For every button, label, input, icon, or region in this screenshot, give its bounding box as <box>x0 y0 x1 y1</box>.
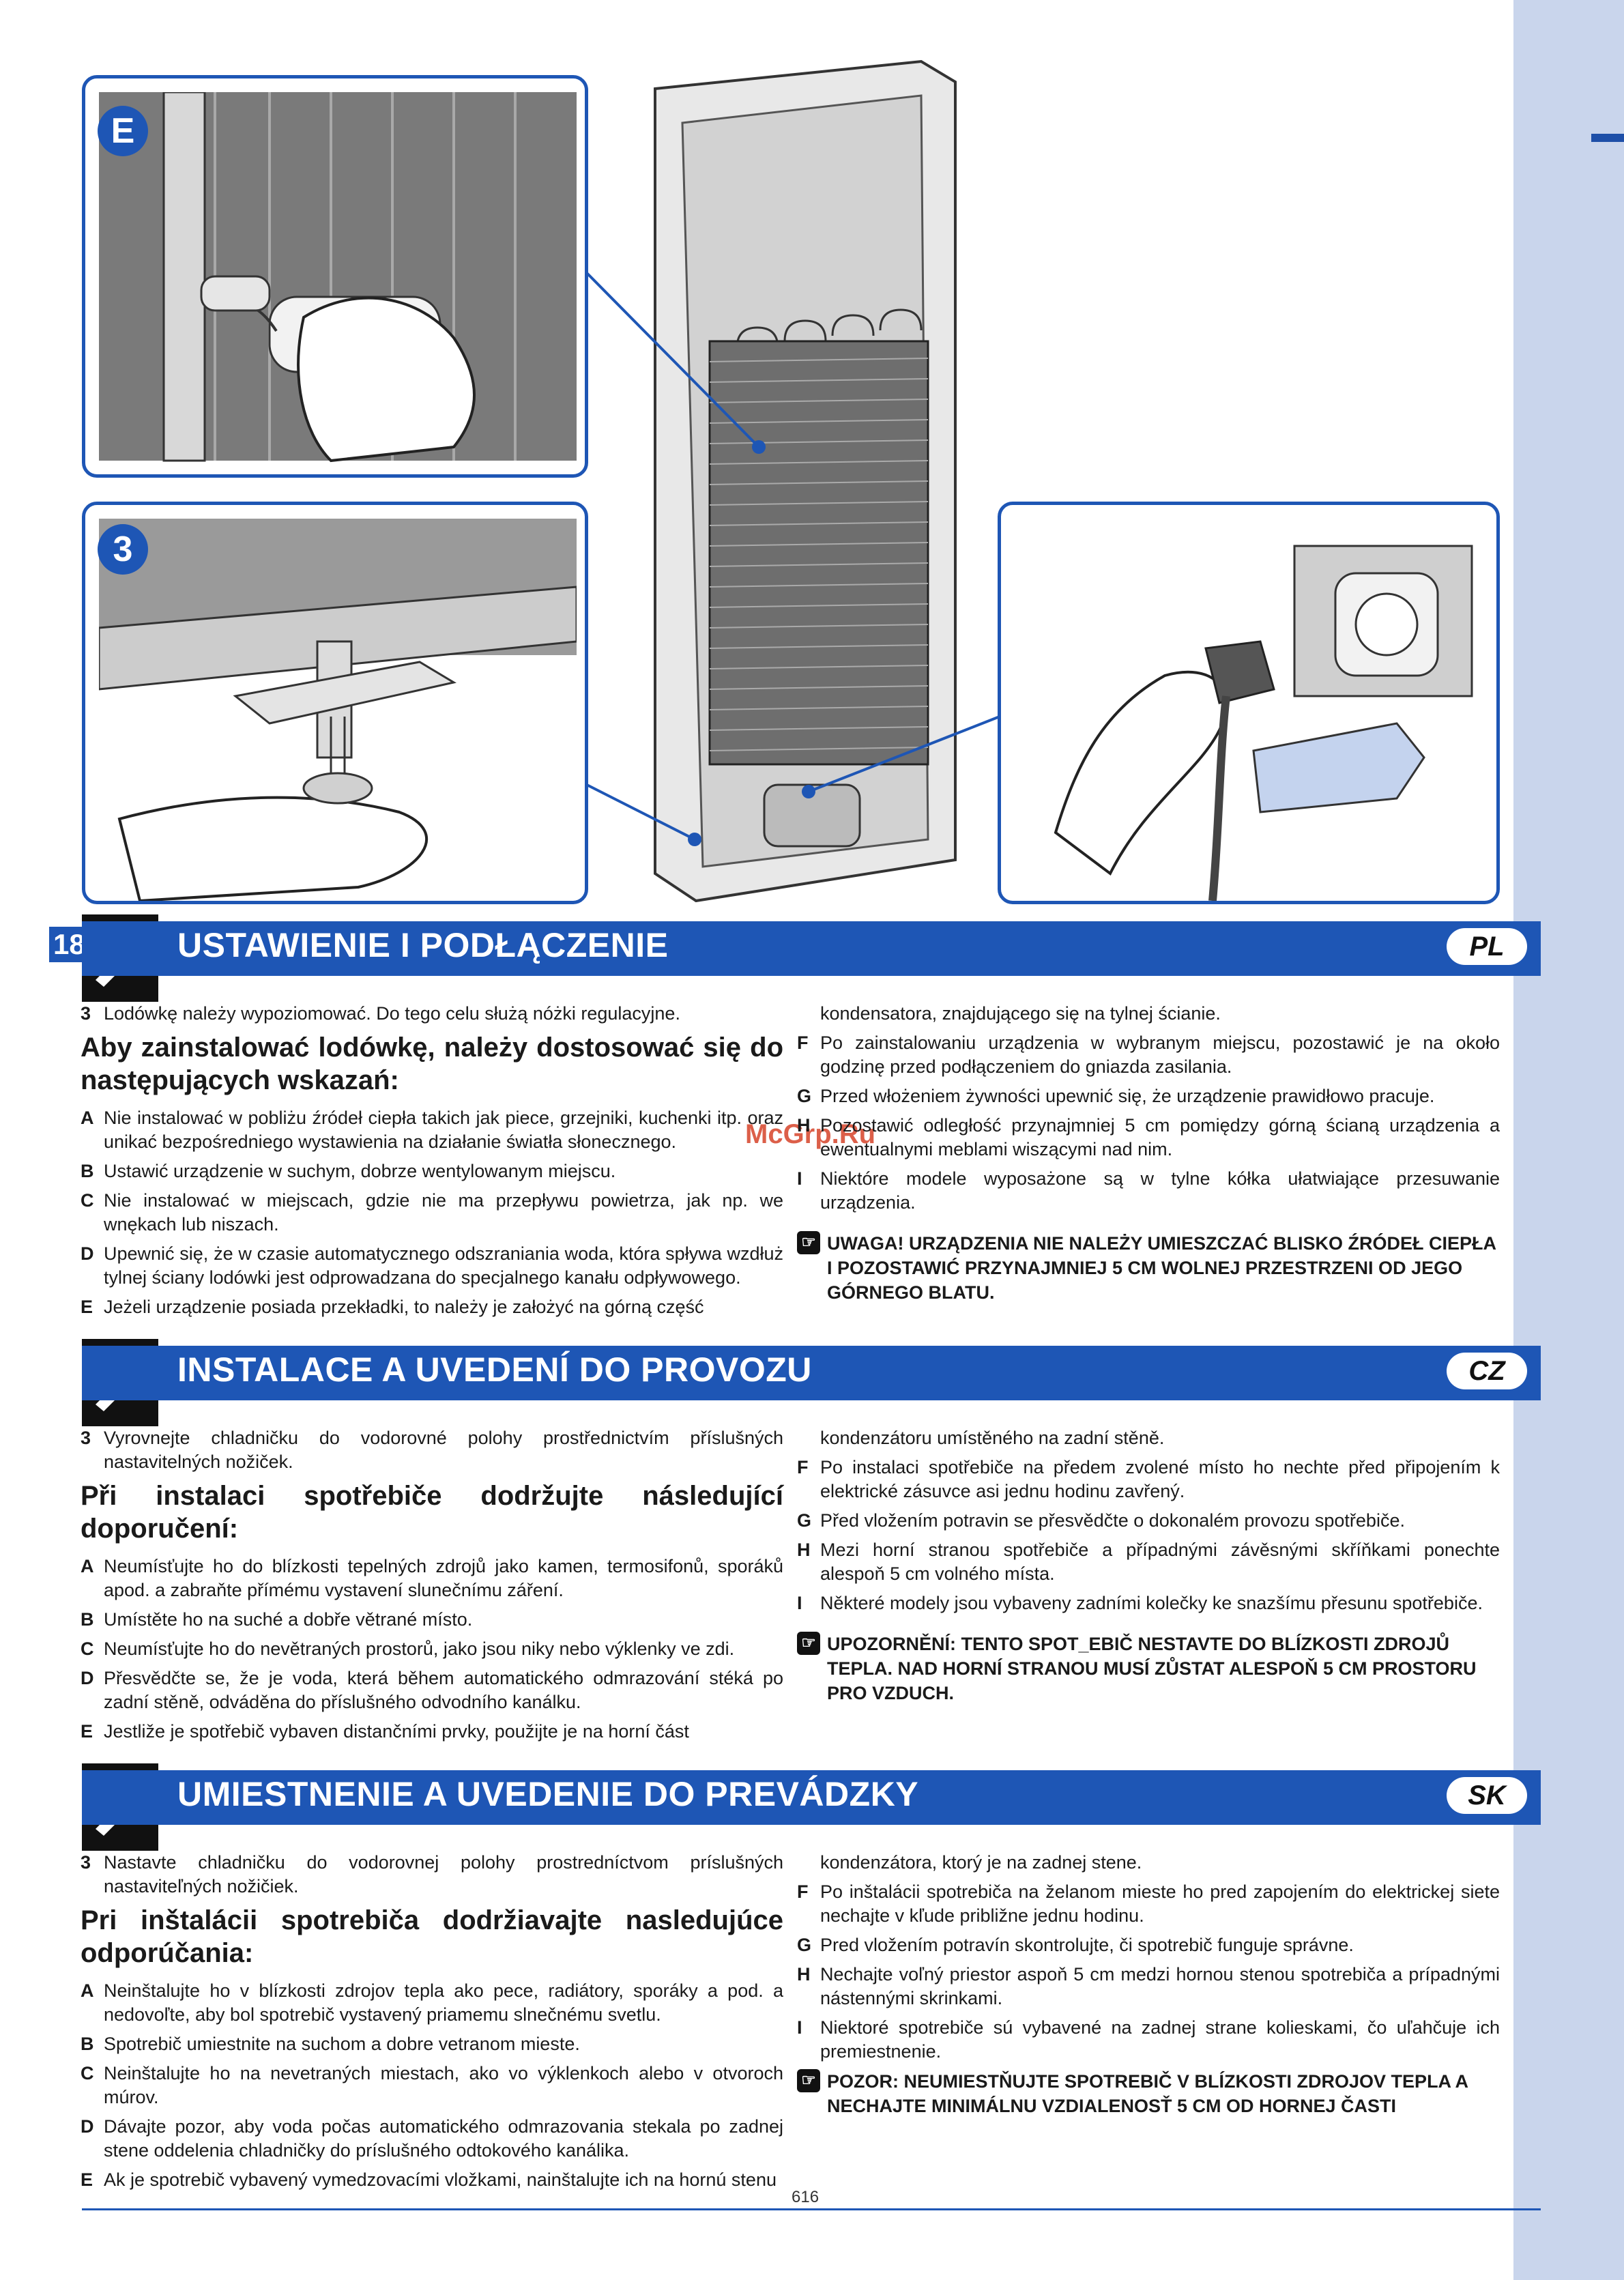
watermark: McGrp.Ru <box>745 1119 876 1149</box>
panel-3-badge: 3 <box>98 524 148 575</box>
fridge-back-illustration <box>654 59 957 903</box>
section-title-pl: USTAWIENIE I PODŁĄCZENIE <box>177 926 669 964</box>
section-bar-cz: INSTALACE A UVEDENÍ DO PROVOZU CZ <box>82 1346 1541 1396</box>
sk-continuation: kondenzátora, ktorý je na zadnej stene. <box>820 1852 1142 1873</box>
warning-hand-icon: ☞ <box>797 1231 827 1256</box>
panel-power-plug <box>998 502 1500 904</box>
cz-right-column: kondenzátoru umístěného na zadní stěně. … <box>797 1426 1500 1705</box>
side-tab-strip <box>1513 0 1624 2280</box>
pl-continuation: kondensatora, znajdującego się na tylnej… <box>820 1003 1221 1024</box>
sk-warning: ☞POZOR: NEUMIESTŇUJTE SPOTREBIČ V BLÍZKO… <box>797 2069 1500 2118</box>
section-title-sk: UMIESTNENIE A UVEDENIE DO PREVÁDZKY <box>177 1775 919 1813</box>
cz-heading: Při instalaci spotřebiče dodržujte násle… <box>81 1481 783 1544</box>
section-underline-pl <box>82 972 1541 976</box>
lang-badge-pl: PL <box>1447 928 1527 965</box>
warning-hand-icon: ☞ <box>797 1632 827 1656</box>
warning-hand-icon: ☞ <box>797 2069 827 2094</box>
section-underline-sk <box>82 1821 1541 1825</box>
lang-badge-sk: SK <box>1447 1777 1527 1814</box>
side-tab-marker <box>1591 134 1624 142</box>
spacer-hand-illustration <box>99 92 577 463</box>
section-title-cz: INSTALACE A UVEDENÍ DO PROVOZU <box>177 1351 812 1389</box>
footer-number: 616 <box>792 2188 820 2206</box>
plug-socket-illustration <box>1054 545 1473 901</box>
footer-rule <box>82 2208 1541 2210</box>
pl-warning: ☞UWAGA! URZĄDZENIA NIE NALEŻY UMIESZCZAĆ… <box>797 1231 1500 1305</box>
section-bar-sk: UMIESTNENIE A UVEDENIE DO PREVÁDZKY SK <box>82 1770 1541 1821</box>
leader-lines <box>585 272 1000 841</box>
sk-heading: Pri inštalácii spotrebiča dodržiavajte n… <box>81 1905 783 1968</box>
sk-right-column: kondenzátora, ktorý je na zadnej stene. … <box>797 1851 1500 2118</box>
panel-e-spacer: E <box>82 75 588 478</box>
panel-e-badge: E <box>98 106 148 156</box>
panel-3-leveling-foot: 3 <box>82 502 588 904</box>
pl-heading: Aby zainstalować lodówkę, należy dostoso… <box>81 1033 783 1095</box>
section-underline-cz <box>82 1396 1541 1400</box>
cz-continuation: kondenzátoru umístěného na zadní stěně. <box>820 1428 1165 1448</box>
section-bar-pl: USTAWIENIE I PODŁĄCZENIE PL <box>82 921 1541 972</box>
pl-right-column: kondensatora, znajdującego się na tylnej… <box>797 1002 1500 1305</box>
cz-warning: ☞UPOZORNĚNÍ: TENTO SPOT_EBIČ NESTAVTE DO… <box>797 1632 1500 1705</box>
leveling-foot-illustration <box>99 519 577 901</box>
lang-badge-cz: CZ <box>1447 1353 1527 1389</box>
